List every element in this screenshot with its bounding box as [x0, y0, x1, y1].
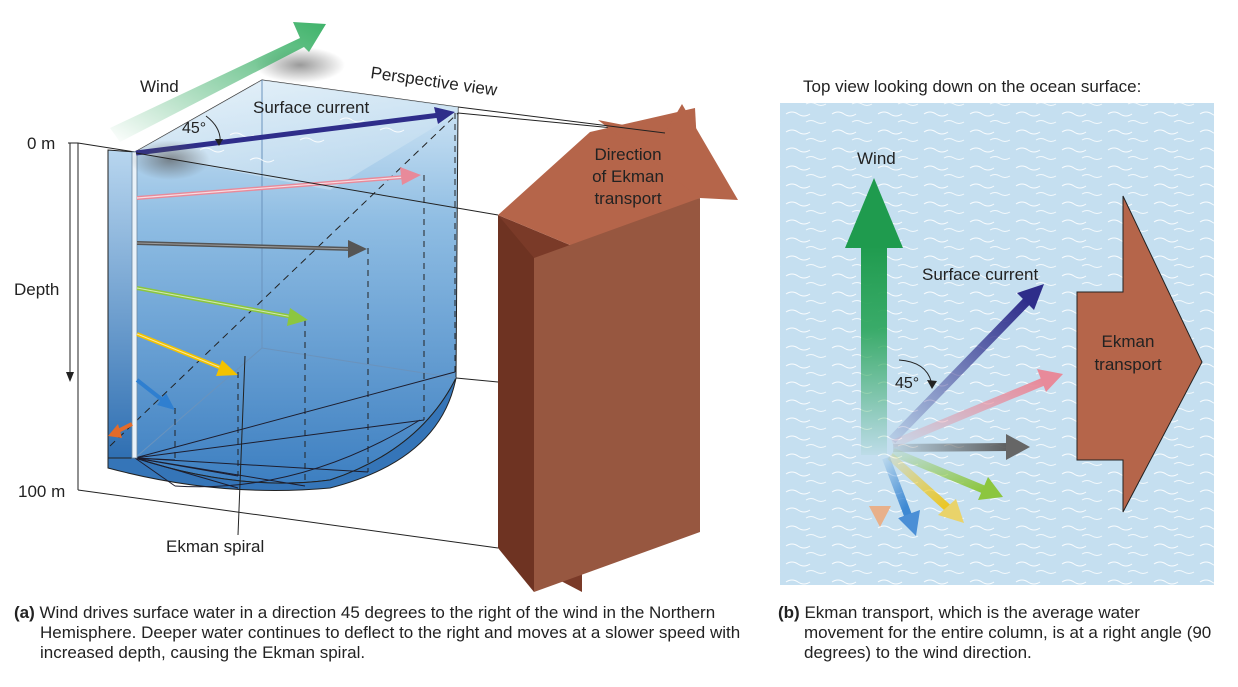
transport-label-b-line1: Ekman — [1102, 332, 1155, 351]
surface-current-arrow-b — [888, 284, 1044, 444]
caption-a: (a) Wind drives surface water in a direc… — [14, 603, 754, 663]
arrow-yellow-b — [887, 453, 964, 523]
wind-arrow-a — [110, 22, 345, 180]
column-side-face — [107, 149, 136, 459]
transport-head — [598, 104, 738, 200]
arrow-blue-b — [882, 456, 920, 536]
panel-b: Top view looking down on the ocean surfa… — [780, 77, 1214, 585]
arrow-pink-b — [891, 369, 1063, 448]
transport-label-a: Direction of Ekman transport — [592, 145, 664, 208]
wind-arrow-b — [845, 178, 903, 455]
depth-arrow-yellow — [136, 332, 238, 376]
transport-block-a — [498, 104, 738, 592]
depth-axis — [66, 142, 78, 382]
arrow-green-b — [891, 448, 1003, 500]
angle-label-a: 45° — [182, 120, 206, 137]
spiral-label: Ekman spiral — [166, 537, 264, 556]
angle-label-b: 45° — [895, 375, 919, 392]
ekman-transport-arrow-b — [1076, 195, 1203, 513]
surface-current-label-b: Surface current — [922, 265, 1038, 284]
caption-a-text: Wind drives surface water in a direction… — [39, 603, 741, 662]
caption-a-tag: (a) — [14, 603, 35, 622]
depth-current-arrows — [108, 107, 455, 438]
surface-current-label-a: Surface current — [253, 98, 369, 117]
depth-arrow-pink — [136, 167, 421, 200]
wind-label-b: Wind — [857, 149, 896, 168]
depth-arrow-orange — [108, 422, 133, 438]
perspective-label: Perspective view — [369, 63, 499, 100]
transport-label-a-line1: Direction — [594, 145, 661, 164]
depth-label: Depth — [14, 280, 59, 299]
depth-arrow-gray — [136, 240, 367, 258]
transport-label-b-line2: transport — [1094, 355, 1161, 374]
depth-bottom-label: 100 m — [18, 482, 65, 501]
caption-b-text: Ekman transport, which is the average wa… — [804, 603, 1212, 662]
depth-arrow-green — [136, 286, 308, 326]
arrow-orange-b — [869, 458, 891, 527]
wind-label-a: Wind — [140, 77, 179, 96]
depth-top-label: 0 m — [27, 134, 55, 153]
transport-label-b: Ekman transport — [1094, 332, 1161, 374]
arrow-gray-b — [892, 434, 1030, 460]
transport-front — [534, 198, 700, 592]
depth-arrow-blue — [135, 378, 175, 410]
caption-b: (b) Ekman transport, which is the averag… — [778, 603, 1218, 663]
panel-b-title: Top view looking down on the ocean surfa… — [803, 77, 1141, 96]
transport-label-a-line3: transport — [594, 189, 661, 208]
transport-label-a-line2: of Ekman — [592, 167, 664, 186]
caption-b-tag: (b) — [778, 603, 800, 622]
ekman-figure: Wind Perspective view Surface current 45… — [14, 22, 1214, 592]
panel-a: Wind Perspective view Surface current 45… — [14, 22, 738, 592]
center-rod — [131, 151, 138, 459]
